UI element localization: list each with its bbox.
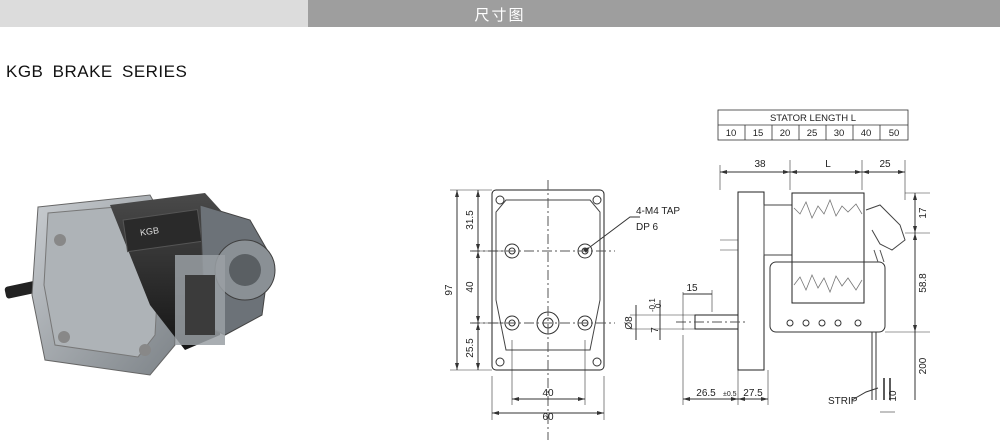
- dim-25: 25: [879, 159, 891, 170]
- stator-cell-25: 25: [807, 128, 818, 139]
- stator-cell-50: 50: [889, 128, 900, 139]
- stator-cell-20: 20: [780, 128, 791, 139]
- dim-tol-neg: -0.1: [648, 298, 657, 312]
- dim-15: 15: [686, 283, 698, 294]
- dim-L: L: [825, 159, 831, 170]
- dim-26-5-tolerance: ±0.5: [723, 391, 737, 398]
- dim-58-8: 58.8: [918, 273, 929, 293]
- dim-38: 38: [754, 159, 766, 170]
- dim-26-5: 26.5: [696, 388, 716, 399]
- dim-shaft-diameter: Ø8: [624, 316, 635, 330]
- dim-7: 7: [650, 327, 661, 333]
- dim-17: 17: [918, 207, 929, 219]
- header-bar: [308, 0, 1000, 27]
- front-view: [450, 180, 640, 440]
- stator-cell-15: 15: [753, 128, 764, 139]
- stator-cell-30: 30: [834, 128, 845, 139]
- dim-31-5: 31.5: [465, 210, 476, 230]
- front-view-labels: 97 31.5 40 25.5 40 60 4-M4 TAP DP 6: [444, 206, 680, 423]
- hole-callout-tap: 4-M4 TAP: [636, 206, 680, 217]
- dim-tol-0: 0: [654, 303, 663, 308]
- dim-10: 10: [888, 390, 899, 402]
- strip-label: STRIP: [828, 396, 858, 407]
- stator-cell-40: 40: [861, 128, 872, 139]
- header-left-band: [0, 0, 308, 27]
- hole-callout-depth: DP 6: [636, 222, 658, 233]
- stator-cell-10: 10: [726, 128, 737, 139]
- dim-40-horizontal: 40: [542, 388, 554, 399]
- dim-27-5: 27.5: [743, 388, 763, 399]
- dim-97: 97: [444, 284, 455, 296]
- dim-40-vertical: 40: [465, 281, 476, 293]
- stator-length-table: [717, 109, 909, 141]
- side-view: [630, 160, 930, 413]
- stator-table-title: STATOR LENGTH L: [770, 113, 856, 124]
- page-title: 尺寸图: [474, 6, 526, 24]
- dim-25-5: 25.5: [465, 338, 476, 358]
- product-photo: KGB: [4, 193, 276, 376]
- dim-60: 60: [542, 412, 554, 423]
- dimension-arrows: [455, 170, 917, 415]
- series-title: KGB BRAKE SERIES: [6, 62, 188, 81]
- svg-text:KGB: KGB: [139, 225, 159, 238]
- dim-200: 200: [918, 357, 929, 374]
